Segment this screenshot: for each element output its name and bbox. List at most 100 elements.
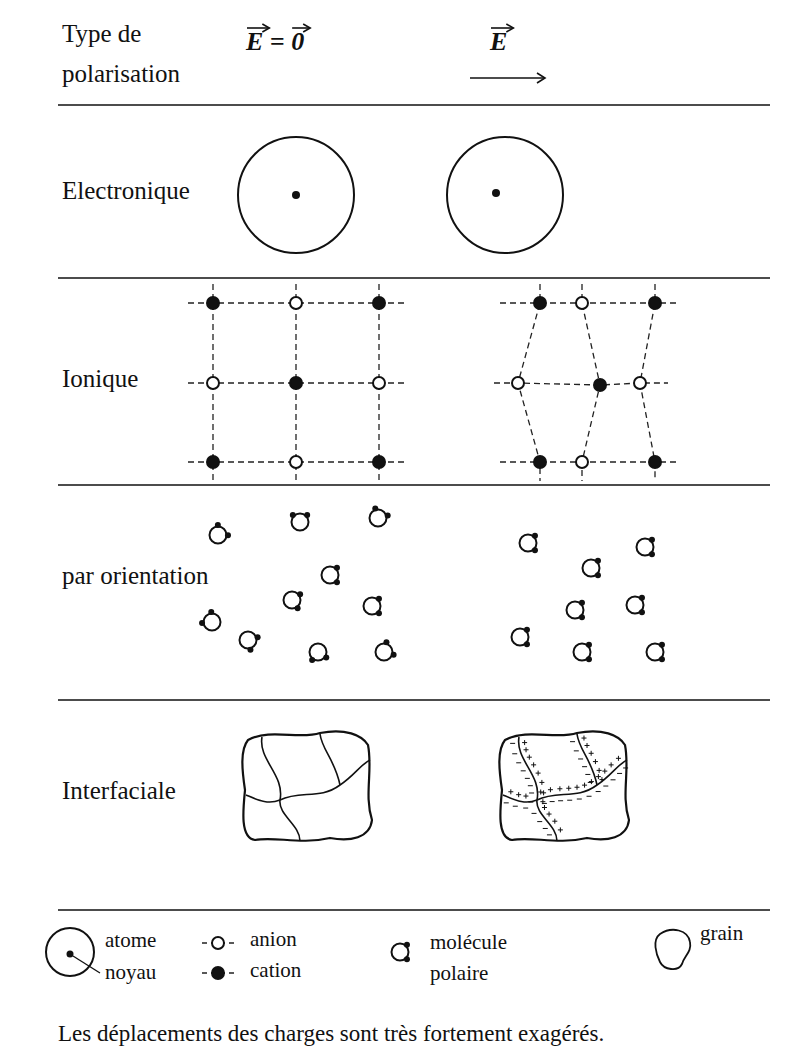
molecule-dot <box>579 600 585 606</box>
molecule-dot <box>391 652 397 658</box>
row-label: Electronique <box>62 176 190 206</box>
minus-charge <box>578 758 583 759</box>
polar-molecule <box>204 614 221 631</box>
molecule-dot <box>290 512 296 518</box>
molecule-dot <box>334 579 340 585</box>
cation-dot <box>534 456 546 468</box>
cation-dot <box>534 297 546 309</box>
legend-text: cation <box>250 958 301 983</box>
molecule-dot <box>372 505 378 511</box>
molecule-dot <box>334 565 340 571</box>
anion-dot <box>207 377 219 389</box>
row-rule <box>58 909 770 911</box>
minus-charge <box>532 813 537 814</box>
molecule-dot <box>524 641 530 647</box>
plus-charge <box>542 805 547 810</box>
molecule-dot <box>247 647 253 653</box>
anion-dot <box>373 377 385 389</box>
minus-charge <box>510 743 515 744</box>
polar-molecule <box>370 510 387 527</box>
field-label: E <box>490 26 507 57</box>
grain-boundary <box>519 737 557 841</box>
plus-charge <box>541 790 546 795</box>
plus-charge <box>597 768 602 773</box>
minus-charge <box>504 802 509 803</box>
minus-charge <box>588 782 593 783</box>
molecule-dot <box>586 642 592 648</box>
legend-grain <box>655 930 690 969</box>
caption: Les déplacements des charges sont très f… <box>58 1020 604 1048</box>
row-label: Ionique <box>62 364 138 394</box>
legend-nucleus <box>67 951 74 958</box>
anion-dot <box>576 456 588 468</box>
molecule-dot <box>579 614 585 620</box>
plus-charge <box>557 786 562 791</box>
plus-charge <box>593 759 598 764</box>
plus-charge <box>508 789 513 794</box>
minus-charge <box>521 770 526 771</box>
molecule-dot <box>376 596 382 602</box>
grain-boundary <box>320 734 340 785</box>
polar-molecule <box>376 644 393 661</box>
nucleus-dot <box>492 189 500 197</box>
molecule-dot <box>595 572 601 578</box>
minus-charge <box>547 834 552 835</box>
molecule-dot <box>649 537 655 543</box>
legend-text: anion <box>250 927 297 952</box>
plus-charge <box>575 785 580 790</box>
grain-aggregate <box>242 731 372 841</box>
cation-dot <box>373 456 385 468</box>
molecule-dot <box>659 656 665 662</box>
molecule-dot <box>295 605 301 611</box>
plus-charge <box>527 755 532 760</box>
cation-dot <box>649 456 661 468</box>
row-label: par orientation <box>62 556 212 596</box>
molecule-dot <box>404 956 410 962</box>
legend-text: atome <box>105 928 156 953</box>
minus-charge <box>537 821 542 822</box>
molecule-dot <box>595 558 601 564</box>
minus-charge <box>596 791 601 792</box>
molecule-dot <box>659 642 665 648</box>
row-rule <box>58 699 770 701</box>
grain-outline <box>242 731 372 840</box>
legend-text: grain <box>700 921 743 946</box>
legend-anion <box>212 937 224 949</box>
minus-charge <box>570 741 575 742</box>
minus-charge <box>543 828 548 829</box>
molecule-dot <box>385 513 391 519</box>
cation-dot <box>373 297 385 309</box>
grain-aggregate <box>499 731 629 841</box>
field-label: E = 0 <box>246 26 304 57</box>
minus-charge <box>529 792 534 793</box>
molecule-dot <box>309 657 315 663</box>
minus-charge <box>516 762 521 763</box>
legend-text: molécule polaire <box>430 927 530 989</box>
plus-charge <box>523 794 528 799</box>
row-label: Interfaciale <box>62 776 176 806</box>
arrow-head <box>506 24 513 32</box>
atom-circle <box>238 137 354 253</box>
molecule-dot <box>323 655 329 661</box>
minus-charge <box>577 799 582 800</box>
nucleus-dot <box>292 191 300 199</box>
plus-charge <box>524 747 529 752</box>
plus-charge <box>581 736 586 741</box>
minus-charge <box>550 801 555 802</box>
plus-charge <box>616 756 621 761</box>
molecule-dot <box>215 522 221 528</box>
grain-outline <box>499 731 629 840</box>
molecule-dot <box>586 656 592 662</box>
molecule-dot <box>532 547 538 553</box>
plus-charge <box>539 780 544 785</box>
plus-charge <box>531 762 536 767</box>
anion-dot <box>290 297 302 309</box>
plus-charge <box>589 779 594 784</box>
molecule-dot <box>304 512 310 518</box>
minus-charge <box>523 808 528 809</box>
molecule-dot <box>376 610 382 616</box>
plus-charge <box>609 762 614 767</box>
minus-charge <box>542 803 547 804</box>
molecule-dot <box>199 620 205 626</box>
